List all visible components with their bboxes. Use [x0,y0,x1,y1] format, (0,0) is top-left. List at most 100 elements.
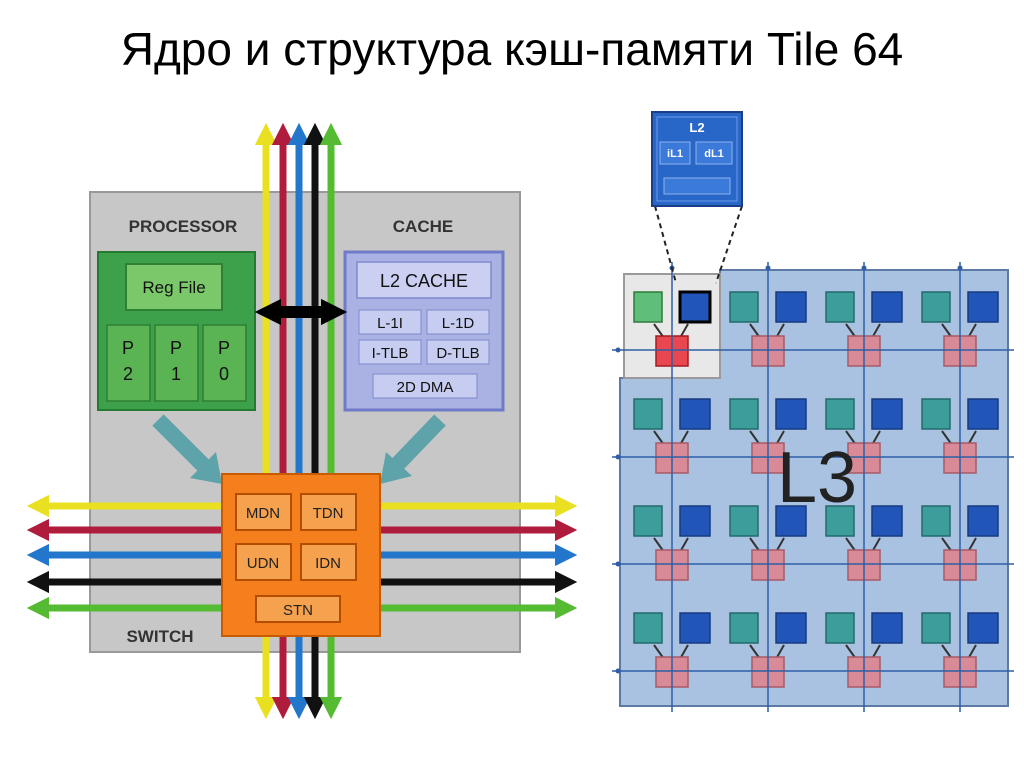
tile-processor-block [921,612,951,644]
zoom-il1-box [659,141,691,165]
itlb-cell [358,339,422,365]
cache-to-switch-arrow [386,414,446,476]
tile-processor-block [633,291,663,323]
udn-label: UDN [247,555,280,572]
zoom-l2-label: L2 [689,120,704,135]
reg-file-label: Reg File [142,278,205,297]
mesh-grid-node [765,265,771,271]
udn-cell [235,543,292,581]
idn-cell [300,543,357,581]
dma-label: 2D DMA [397,379,454,396]
mesh-tile [825,612,903,688]
tile-processor-block [825,612,855,644]
cache-block: L2 CACHE L-1I L-1D I-TLB D-TLB 2D DMA [343,250,505,412]
pipeline-p0-bottom: 0 [219,364,229,384]
tdn-cell [300,493,357,531]
zoom-cache-inner-frame [656,116,738,202]
mesh-grid-node [615,668,621,674]
cache-to-switch-arrowhead [380,452,412,484]
processor-block: Reg File P 2 P 1 P 0 [97,251,256,411]
mesh-grid-node [957,265,963,271]
pipeline-p0 [202,324,247,402]
tile-processor-block [729,398,759,430]
tile-processor-block [921,291,951,323]
tile-cache-block [678,290,712,324]
l2-cache-box [356,261,492,299]
zoom-connector-right [715,205,743,284]
pipeline-p2-bottom: 2 [123,364,133,384]
mesh-grid-node [615,347,621,353]
l1d-cell [426,309,490,335]
tile-cache-block [871,612,903,644]
processor-to-switch-arrowhead [190,452,222,484]
tile-processor-block [729,505,759,537]
tile-cache-block [871,291,903,323]
dtlb-cell [426,339,490,365]
pipeline-p0-top: P [218,338,230,358]
mdn-label: MDN [246,505,280,522]
tile-cache-block [967,398,999,430]
switch-block: MDN TDN UDN IDN STN [221,473,381,637]
stn-cell [255,595,341,623]
zoom-cache-callout: L2 iL1 dL1 [651,111,743,207]
tile-processor-block [825,398,855,430]
switch-label: SWITCH [126,627,193,646]
l1i-label: L-1I [377,315,403,332]
mesh-tile [825,505,903,581]
zoom-dl1-box [695,141,733,165]
pipeline-p1-bottom: 1 [171,364,181,384]
tile-processor-block [633,612,663,644]
mesh-grid-node [615,454,621,460]
tile-cache-block [775,612,807,644]
pipeline-p1 [154,324,199,402]
reg-file-box [125,263,223,311]
tile-processor-block [633,505,663,537]
stn-label: STN [283,602,313,619]
tile-cache-block [775,291,807,323]
pipeline-p1-top: P [170,338,182,358]
mesh-tile [633,398,711,474]
pipeline-p2-top: P [122,338,134,358]
tile-cache-block [967,505,999,537]
tile-processor-block [729,612,759,644]
itlb-label: I-TLB [372,345,409,362]
dma-cell [372,373,478,399]
mesh-tile [633,290,712,367]
idn-label: IDN [315,555,341,572]
tile-cache-block [679,612,711,644]
tile-cache-block [967,612,999,644]
tdn-label: TDN [313,505,344,522]
mdn-cell [235,493,292,531]
tile-processor-block [921,398,951,430]
tile-cache-block [871,505,903,537]
zoom-dma-box [663,177,731,195]
tile-processor-block [825,505,855,537]
tile-processor-block [633,398,663,430]
processor-to-switch-arrow [152,414,216,478]
l1d-label: L-1D [442,315,475,332]
tile-cache-block [967,291,999,323]
tile-cache-block [775,398,807,430]
tile-processor-block [921,505,951,537]
tile-cache-block [679,398,711,430]
zoom-il1-label: iL1 [667,148,683,160]
tile-processor-block [729,291,759,323]
pipeline-p2 [106,324,151,402]
processor-label: PROCESSOR [129,217,238,236]
tile-cache-block [871,398,903,430]
tile-core-diagram: PROCESSOR CACHE SWITCH Reg File P 2 P 1 … [26,122,578,720]
l1i-cell [358,309,422,335]
l3-label: L3 [777,438,857,518]
tile-processor-block [825,291,855,323]
mesh-grid-node [861,265,867,271]
mesh-diagram: L3 L2 iL1 dL1 [612,111,1014,712]
tile-cache-block [679,505,711,537]
zoom-connector-left [654,205,677,284]
zoom-dl1-label: dL1 [704,148,724,160]
tile-cache-block [775,505,807,537]
cache-label: CACHE [393,217,453,236]
mesh-grid-lines [612,262,1014,712]
dtlb-label: D-TLB [436,345,479,362]
mesh-grid-node [615,561,621,567]
